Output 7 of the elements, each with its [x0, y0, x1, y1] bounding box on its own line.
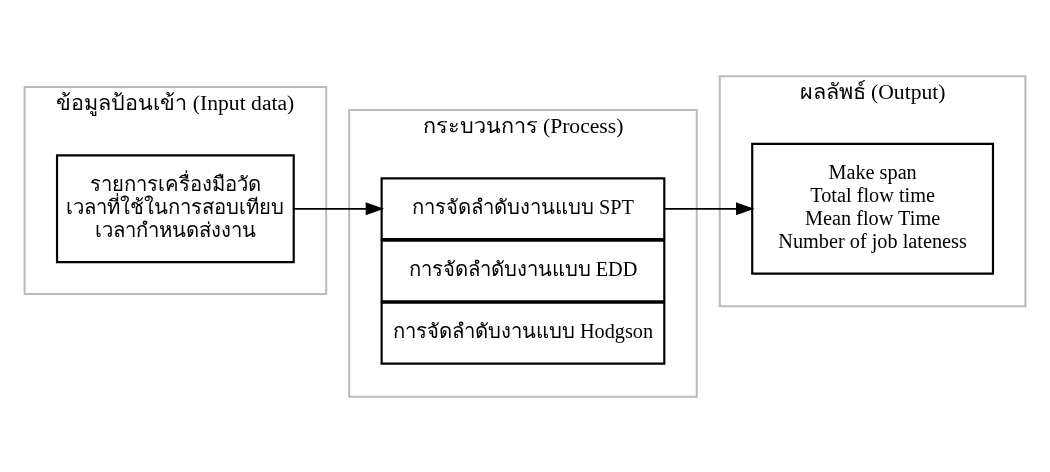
node-box: รายการเครื่องมือวัด เวลาที่ใช้ในการสอบเทียบ เวลากำหนดส่งงาน [55, 153, 295, 263]
node-box: Make span Total flow time Mean flow Time Number of job lateness [751, 142, 995, 275]
node-box: การจัดลำดับงานแบบ Hodgson [380, 301, 666, 365]
node-box: การจัดลำดับงานแบบ SPT [380, 176, 666, 240]
arrow [663, 201, 755, 215]
node-box: การจัดลำดับงานแบบ EDD [380, 239, 666, 302]
arrow [293, 201, 385, 215]
